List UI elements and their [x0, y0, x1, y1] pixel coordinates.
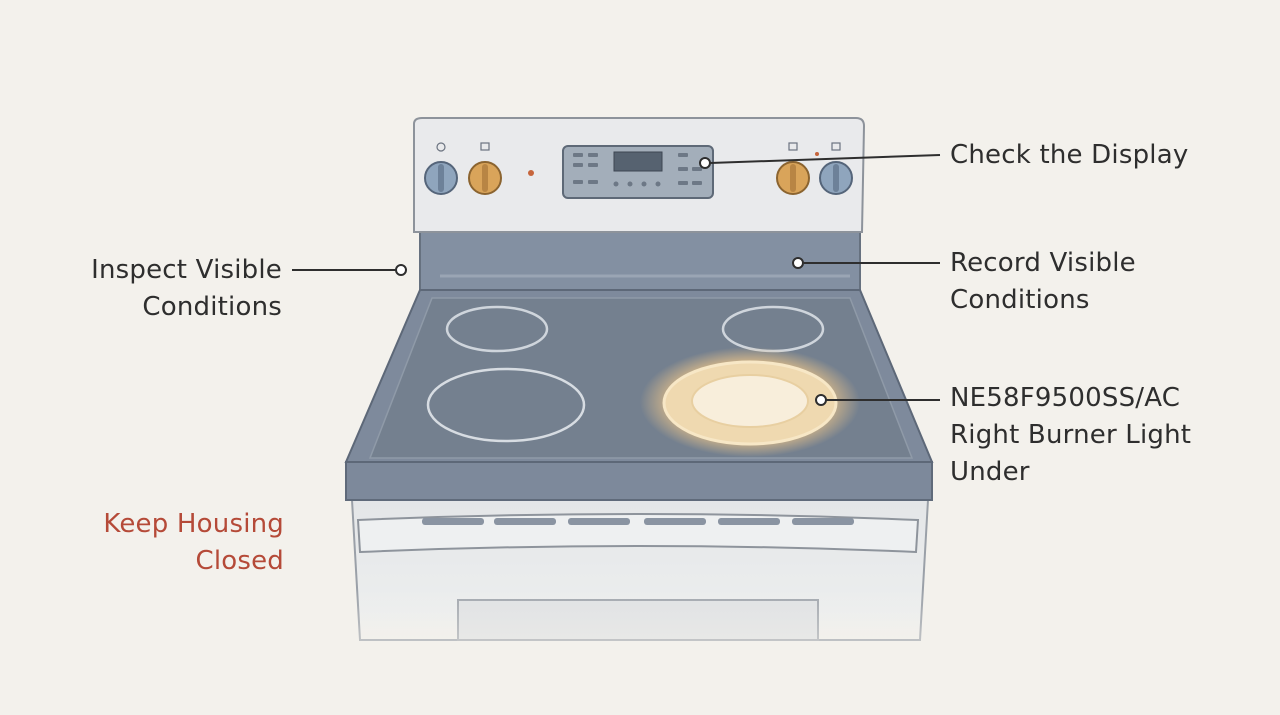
- callout-line: Keep Housing: [103, 509, 284, 539]
- callout-keep-housing-closed: Keep Housing Closed: [103, 506, 284, 580]
- callout-line: Conditions: [142, 292, 282, 322]
- burner-rear-left: [445, 305, 549, 353]
- vent-slots: [422, 518, 854, 525]
- callout-line: Right Burner Light: [950, 420, 1192, 450]
- leader-lines: [292, 154, 941, 406]
- callout-line: Under: [950, 457, 1030, 487]
- display-screen: [613, 151, 663, 172]
- callout-inspect-conditions: Inspect Visible Conditions: [91, 252, 282, 326]
- knob-left-amber: [468, 161, 502, 195]
- callout-line: Inspect Visible: [91, 255, 282, 285]
- cooktop-edge: [345, 461, 933, 501]
- callout-line: Closed: [195, 546, 284, 576]
- callout-check-display: Check the Display: [950, 137, 1188, 174]
- power-icon: [436, 142, 446, 152]
- oven-light-icon: [831, 142, 841, 151]
- callout-burner-light: NE58F9500SS/AC Right Burner Light Under: [950, 380, 1191, 491]
- knob-left-blue: [424, 161, 458, 195]
- display-module: [562, 145, 714, 199]
- callout-line: NE58F9500SS/AC: [950, 383, 1181, 413]
- callout-record-conditions: Record Visible Conditions: [950, 245, 1136, 319]
- knob-right-amber: [776, 161, 810, 195]
- knob-right-blue: [819, 161, 853, 195]
- callout-line: Record Visible: [950, 248, 1136, 278]
- burner-front-left: [426, 367, 586, 443]
- callout-line: Check the Display: [950, 140, 1189, 170]
- timer-icon: [480, 142, 490, 151]
- callout-line: Conditions: [950, 285, 1090, 315]
